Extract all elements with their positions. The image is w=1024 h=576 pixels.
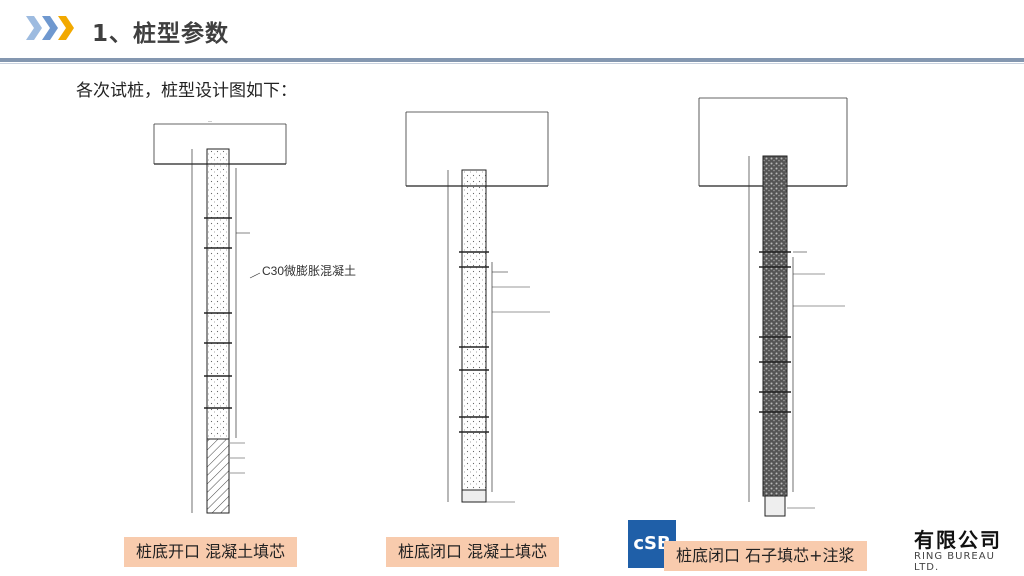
concrete-callout: C30微膨胀混凝土 (262, 263, 356, 278)
pile-drawing-3 (698, 97, 848, 517)
intro-text: 各次试桩，桩型设计图如下： (76, 81, 297, 101)
title-divider (0, 58, 1024, 62)
company-name-cn: 有限公司 (914, 528, 1002, 552)
company-name-en: RING BUREAU LTD. (914, 551, 995, 573)
svg-text:—: — (208, 118, 212, 123)
caption-closed-end-gravel-grout: 桩底闭口 石子填芯+注浆 (664, 541, 867, 571)
chevron-arrows-icon (26, 16, 74, 40)
pile-drawing-2 (405, 111, 550, 503)
caption-open-end-concrete: 桩底开口 混凝土填芯 (124, 537, 298, 567)
caption-closed-end-concrete: 桩底闭口 混凝土填芯 (386, 537, 560, 567)
title-divider-thin (0, 63, 1024, 64)
pile-drawing-1: — C30微膨胀混凝土 (153, 118, 356, 514)
slide-title: 1、桩型参数 (92, 21, 230, 47)
